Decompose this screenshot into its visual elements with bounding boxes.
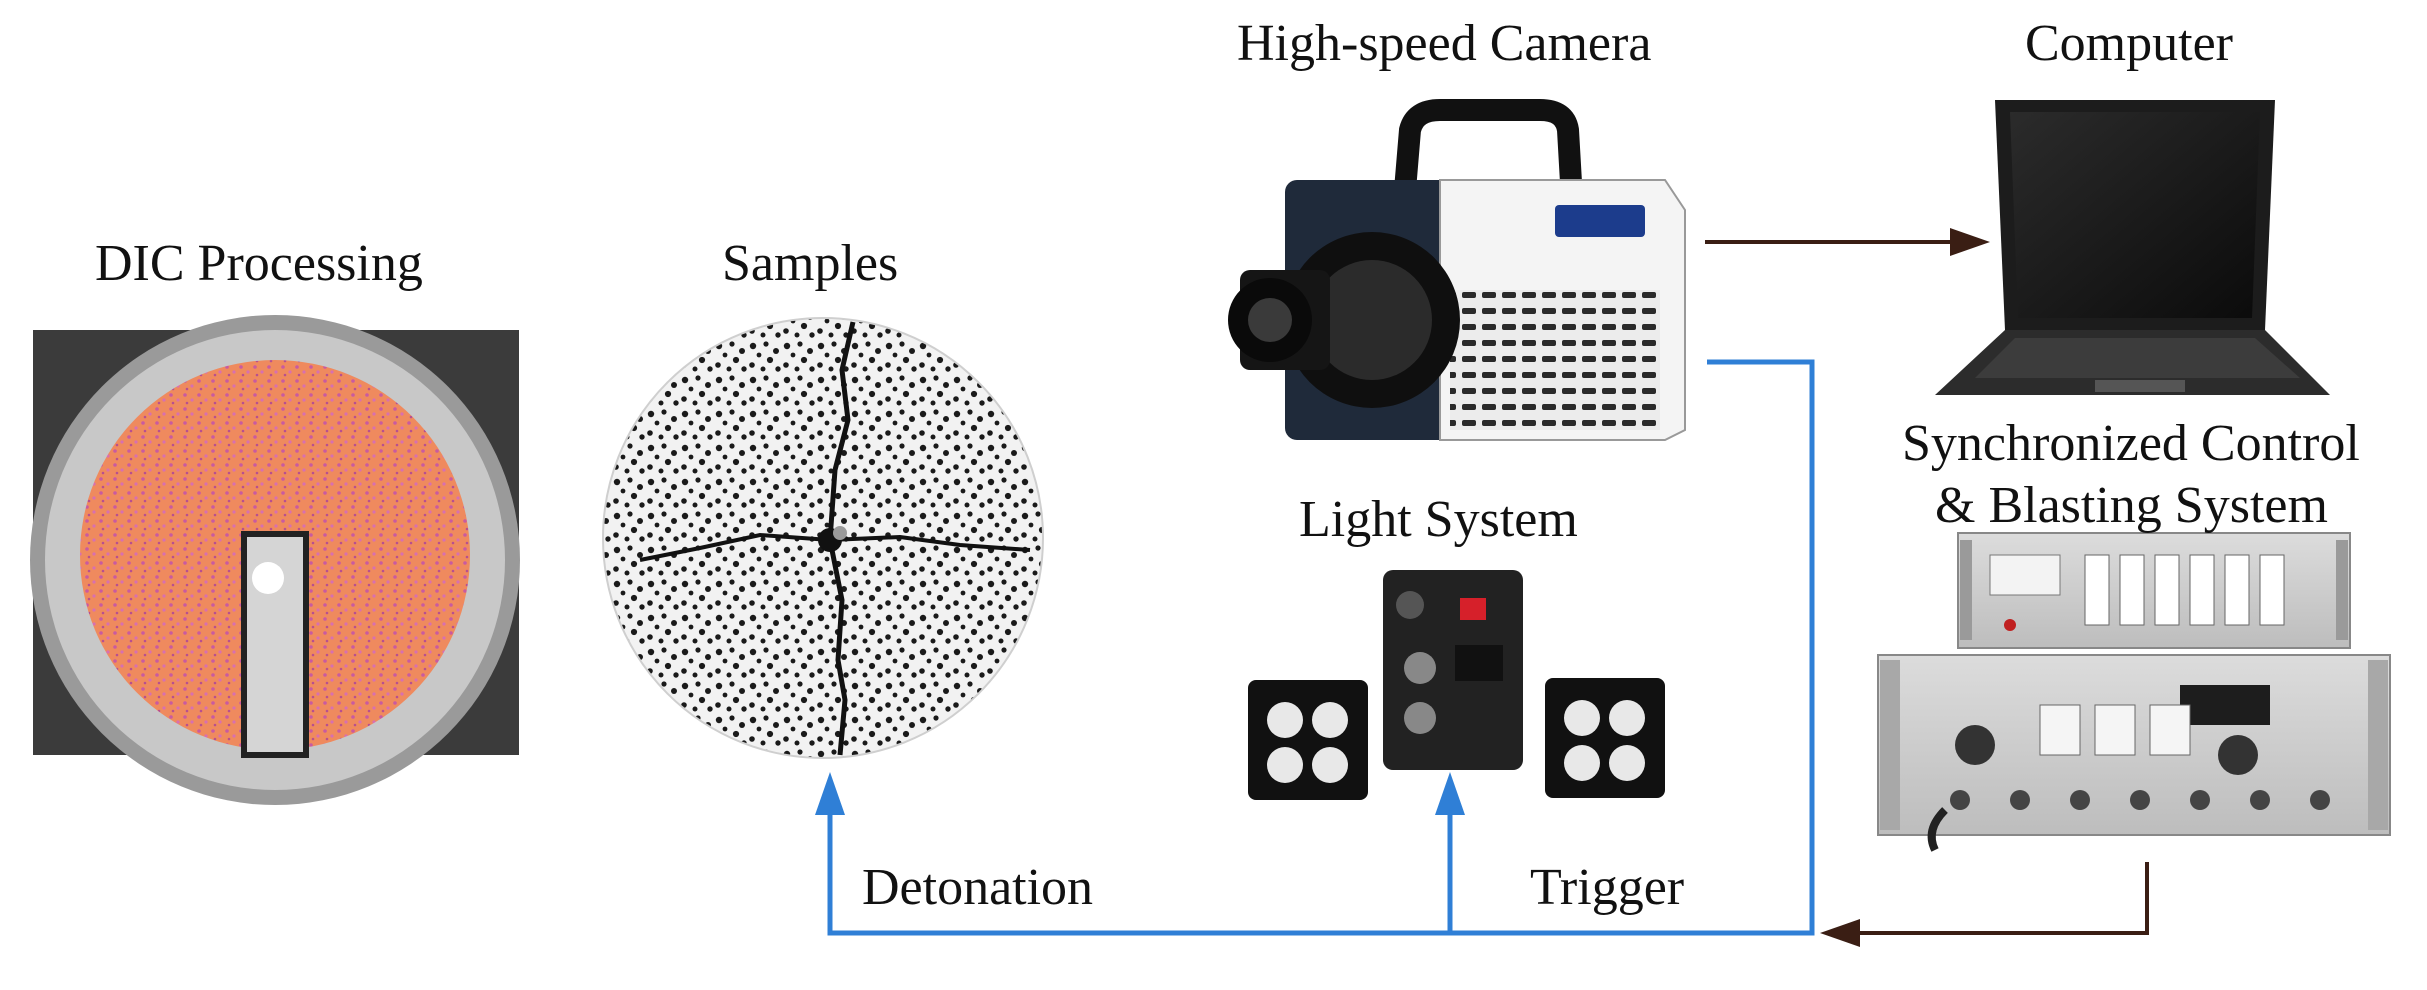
controller-output-arrow	[1820, 862, 2149, 947]
samples-label: Samples	[722, 235, 899, 292]
sync-system-label-line1: Synchronized Control	[1902, 415, 2360, 472]
light-trigger-arrowhead	[1435, 772, 1465, 815]
high-speed-camera-illustration	[1228, 99, 1686, 441]
camera-to-computer-arrow	[1705, 228, 1990, 256]
light-system-illustration	[1248, 570, 1665, 800]
sample-disc	[602, 317, 1044, 759]
laptop-computer-illustration	[1935, 100, 2330, 395]
detonation-arrowhead	[815, 772, 845, 815]
dic-processing-image	[30, 315, 520, 805]
dic-processing-label: DIC Processing	[95, 235, 423, 292]
high-speed-camera-label: High-speed Camera	[1237, 15, 1652, 72]
detonation-label: Detonation	[862, 859, 1094, 916]
light-system-label: Light System	[1299, 491, 1578, 548]
sync-system-label-line2: & Blasting System	[1935, 477, 2328, 534]
control-and-blasting-units-illustration	[1877, 532, 2391, 852]
computer-label: Computer	[2025, 15, 2233, 72]
trigger-signal-lines	[827, 359, 1815, 936]
trigger-label: Trigger	[1530, 859, 1685, 916]
